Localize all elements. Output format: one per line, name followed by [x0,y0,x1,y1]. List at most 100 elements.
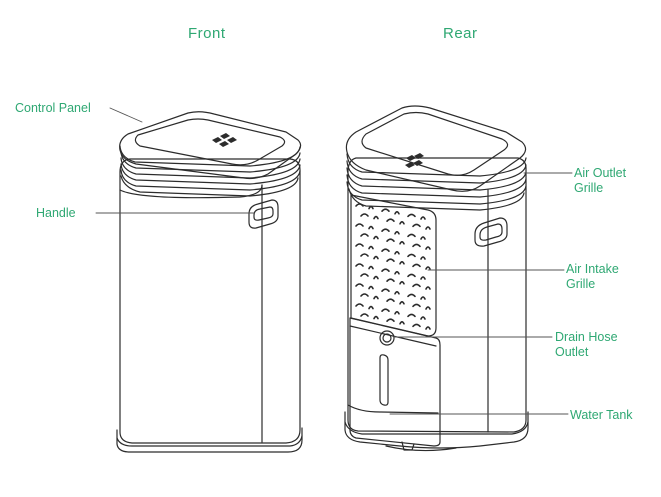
grille-slot [386,238,395,242]
grille-slot [373,235,379,240]
grille-slot [420,316,426,320]
grille-slot [373,315,379,320]
front-control-buttons [212,133,237,147]
callout-water-tank: Water Tank [570,408,633,423]
front-body [119,158,301,444]
callout-air-outlet-grille: Air Outlet Grille [574,166,626,196]
grille-slot [355,243,364,247]
callout-drain-hose-line1: Drain Hose [555,330,618,344]
leader-control-panel [109,107,143,123]
callout-drain-hose-outlet: Drain Hose Outlet [555,330,618,360]
rear-top-inner [361,111,509,176]
grille-slot [420,296,426,300]
grille-slot [407,213,416,218]
callout-air-outlet-line1: Air Outlet [574,166,627,180]
grille-slot [386,318,395,322]
grille-slot [381,268,390,272]
grille-slot [425,246,431,250]
grille-slot [386,258,395,262]
callout-control-panel-text: Control Panel [15,101,91,115]
front-top-lid [119,111,302,180]
callout-handle-text: Handle [36,206,76,220]
grille-slot [381,248,390,252]
grille-slot [360,253,369,257]
grille-slot [425,286,431,290]
callout-air-intake-line2: Grille [566,277,596,291]
front-unit [116,111,303,453]
grille-slot [407,253,416,258]
rear-control-buttons [405,153,424,168]
grille-slot [360,273,369,277]
rear-drain-outlet [379,330,395,346]
rear-view-title: Rear [443,25,478,42]
rear-grille-slots [355,203,431,330]
callout-air-intake-grille: Air Intake Grille [566,262,619,292]
grille-slot [355,283,364,287]
callout-handle: Handle [36,206,76,221]
grille-slot [412,323,421,328]
grille-slot [412,283,421,288]
leader-lines [95,107,573,415]
callout-water-tank-text: Water Tank [570,408,633,422]
grille-slot [368,205,374,210]
grille-slot [394,271,400,275]
front-vent-rings [119,145,301,197]
grille-slot [399,301,405,305]
grille-slot [373,295,379,300]
front-body-side-curve [119,184,263,199]
rear-vent-rings [346,153,527,211]
grille-slot [420,236,426,240]
grille-slot [399,221,405,225]
grille-slot [425,306,431,310]
grille-slot [420,216,426,220]
grille-slot [373,255,379,260]
front-handle-shape [248,199,279,229]
grille-slot [355,263,364,267]
rear-unit [344,105,529,452]
rear-water-tank [349,317,441,447]
grille-slot [368,285,374,290]
grille-slot [386,278,395,282]
callout-drain-hose-line2: Outlet [555,345,589,359]
grille-slot [368,245,374,250]
grille-slot [373,215,379,220]
grille-slot [420,276,426,280]
grille-slot [394,211,400,215]
grille-slot [399,321,405,325]
grille-slot [407,233,416,238]
grille-slot [386,298,395,302]
grille-slot [360,213,369,217]
grille-slot [394,231,400,235]
callout-control-panel: Control Panel [15,101,91,116]
grille-slot [368,305,374,310]
rear-handle-shape [474,217,508,247]
grille-slot [407,313,416,318]
grille-slot [373,275,379,280]
grille-slot [360,233,369,237]
front-base [116,427,303,453]
rear-tank-window [379,354,389,406]
grille-slot [368,225,374,230]
grille-slot [355,303,364,307]
grille-slot [394,251,400,255]
grille-slot [420,256,426,260]
grille-slot [386,218,395,222]
grille-slot [412,263,421,268]
grille-slot [381,308,390,312]
grille-slot [407,273,416,278]
grille-slot [355,203,364,207]
grille-slot [368,265,374,270]
rear-top-lid [345,105,527,192]
grille-slot [412,303,421,308]
rear-body [347,157,527,433]
grille-slot [425,226,431,230]
grille-slot [425,326,431,330]
grille-slot [381,208,390,212]
rear-base [344,411,529,449]
grille-slot [394,291,400,295]
grille-slot [412,243,421,248]
grille-slot [360,293,369,297]
grille-slot [355,223,364,227]
